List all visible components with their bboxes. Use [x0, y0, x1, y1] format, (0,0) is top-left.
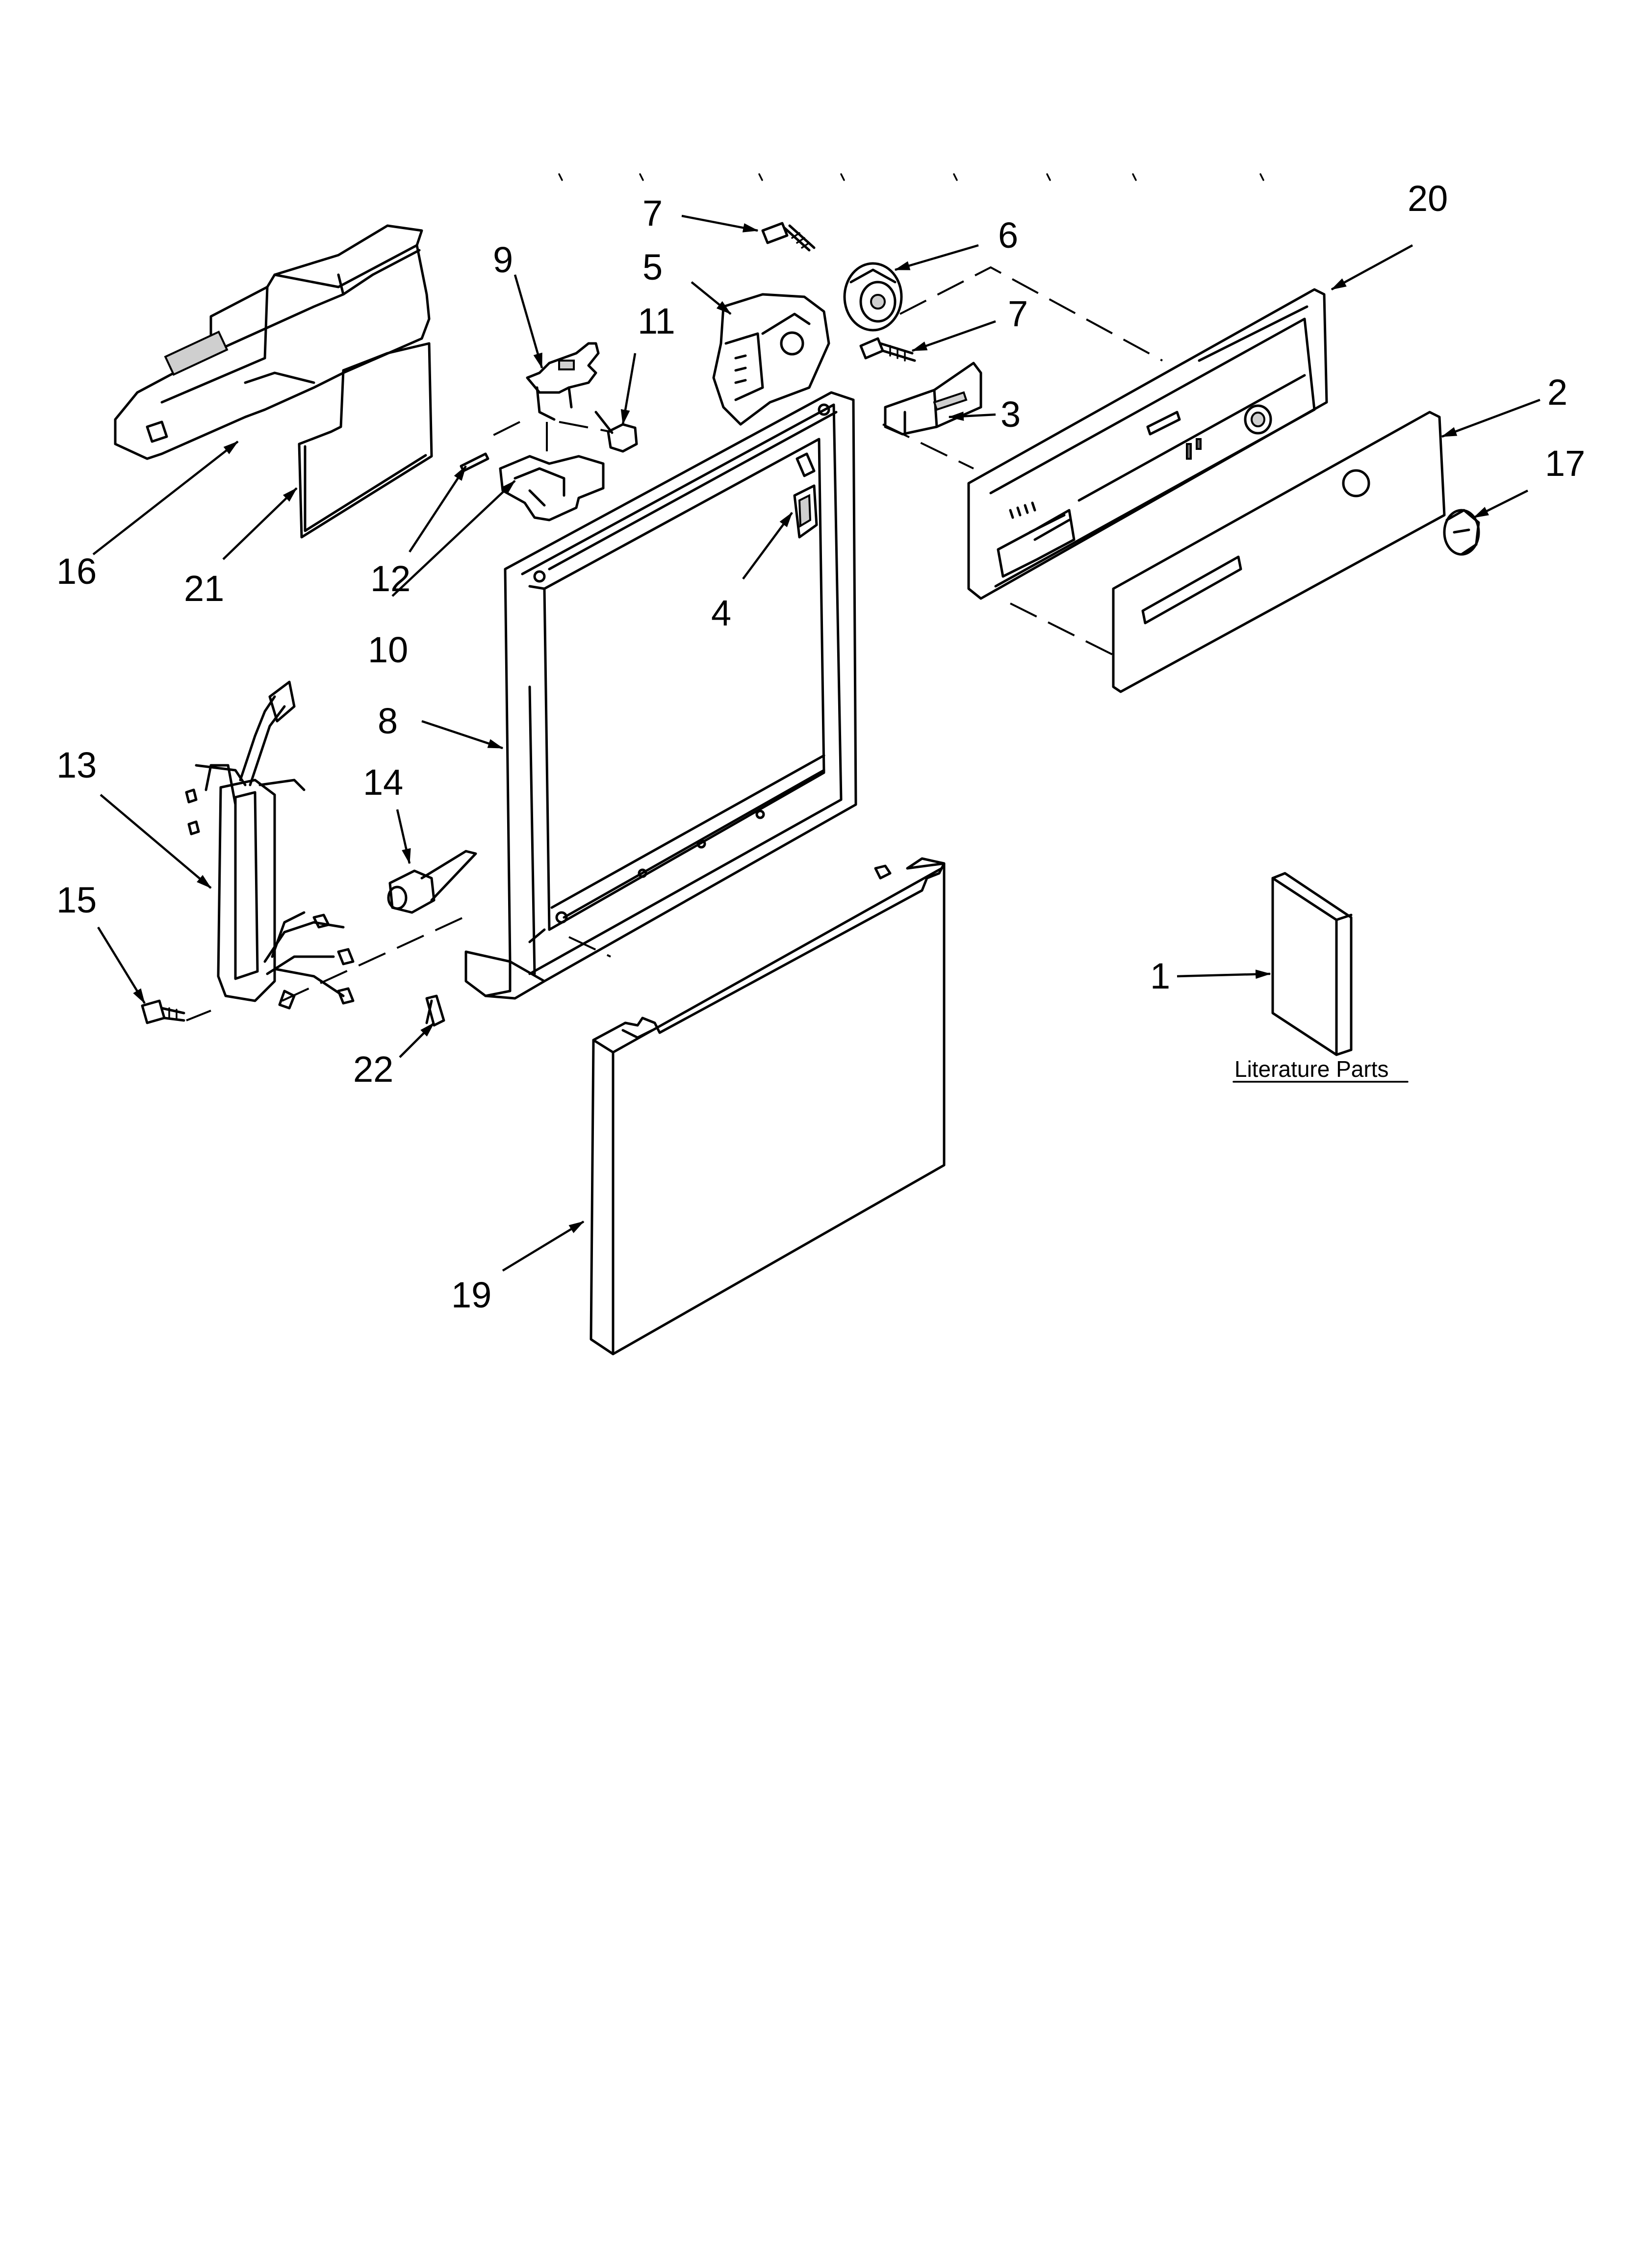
callout-12: 12 [370, 558, 410, 599]
part-15-screw [141, 999, 185, 1024]
callout-13: 13 [56, 745, 97, 785]
part-21-pad [298, 342, 433, 539]
callout-14: 14 [363, 762, 403, 803]
part-13-harness [185, 680, 355, 1010]
callout-7-mid: 7 [1008, 293, 1028, 334]
callout-22: 22 [353, 1049, 393, 1090]
part-7-screw-top [761, 222, 816, 252]
part-20-panel [967, 288, 1328, 600]
part-2-console [1112, 411, 1446, 693]
callout-17: 17 [1545, 443, 1585, 484]
callout-20: 20 [1408, 178, 1448, 219]
part-10-catch [499, 455, 605, 521]
callout-7-top: 7 [642, 193, 663, 234]
callout-5: 5 [642, 247, 663, 287]
part-8-frame [464, 391, 857, 1000]
part-1-literature [1232, 872, 1409, 1083]
part-14-actuator [387, 850, 477, 914]
callout-1: 1 [1150, 956, 1170, 996]
callout-16: 16 [56, 551, 97, 592]
part-5-controller [712, 293, 830, 426]
callout-11: 11 [638, 301, 675, 341]
assembly-lines [186, 266, 1163, 1021]
part-3-switch [884, 362, 982, 436]
callout-10: 10 [368, 629, 408, 670]
top-tick-marks [558, 173, 1264, 181]
part-9-bracket [526, 342, 600, 421]
part-19-door-panel [590, 857, 946, 1356]
callout-8: 8 [378, 701, 398, 741]
literature-parts-label: Literature Parts [1234, 1056, 1388, 1082]
callout-labels: 1 2 3 4 5 6 7 7 8 9 10 11 12 13 14 15 16… [56, 178, 1585, 1315]
part-11-switch [594, 411, 638, 453]
callout-19: 19 [451, 1275, 491, 1315]
leader-lines [92, 214, 1540, 1272]
callout-3: 3 [1001, 394, 1021, 435]
part-7-screw-mid [859, 337, 916, 362]
part-16-housing [114, 224, 431, 460]
callout-2: 2 [1547, 372, 1567, 413]
part-22-clip [425, 994, 445, 1027]
callout-9: 9 [493, 239, 513, 280]
part-6-knob [843, 262, 903, 332]
callout-6: 6 [998, 215, 1018, 256]
part-17-knob [1443, 509, 1480, 556]
callout-21: 21 [184, 568, 224, 609]
callout-15: 15 [56, 880, 97, 920]
callout-4: 4 [711, 593, 731, 633]
